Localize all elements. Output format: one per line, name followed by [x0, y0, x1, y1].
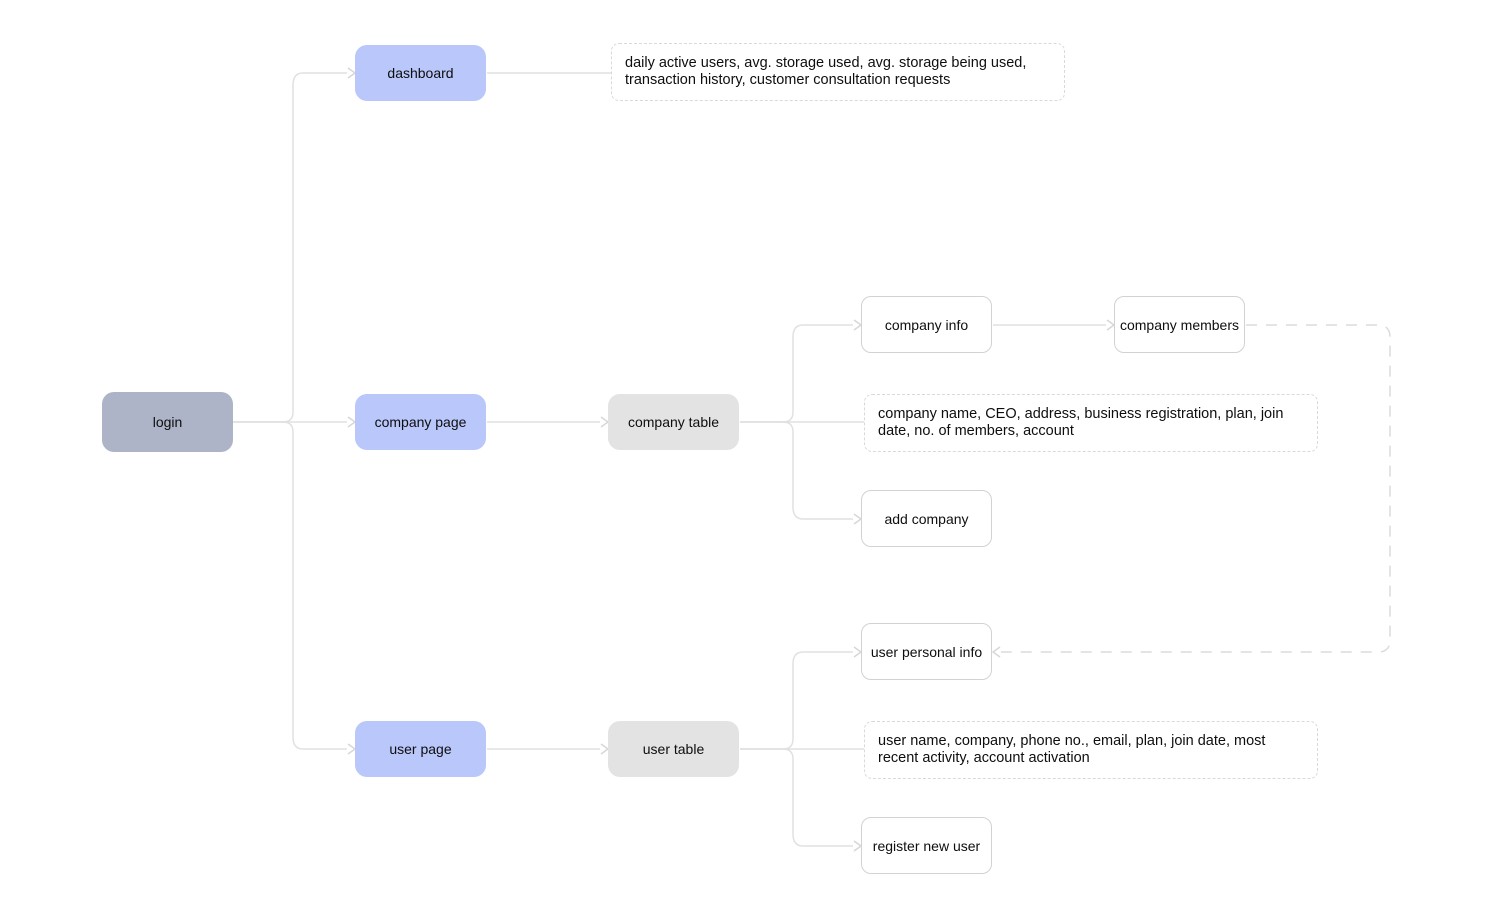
arrowhead-icon — [600, 416, 610, 428]
edge-login-dashboard — [233, 72, 347, 423]
note-dashboard-details[interactable]: daily active users, avg. storage used, a… — [611, 43, 1065, 101]
edge-login-user-page — [233, 421, 347, 750]
node-company-page-label: company page — [374, 414, 467, 430]
edge-user-table-user-personal-info — [740, 651, 853, 750]
arrowhead-icon — [853, 646, 863, 658]
arrowhead-icon — [853, 319, 863, 331]
arrowhead-icon — [853, 513, 863, 525]
node-register-new-user-label: register new user — [872, 837, 981, 854]
note-user-fields[interactable]: user name, company, phone no., email, pl… — [864, 721, 1318, 779]
node-company-info-label: company info — [884, 316, 969, 333]
node-company-table[interactable]: company table — [608, 394, 739, 450]
node-login[interactable]: login — [102, 392, 233, 452]
edge-user-table-register-new-user — [740, 748, 853, 847]
node-user-personal-info-label: user personal info — [870, 643, 983, 660]
node-user-page-label: user page — [389, 741, 452, 757]
node-user-personal-info[interactable]: user personal info — [861, 623, 992, 680]
edge-company-table-add-company — [740, 421, 853, 520]
node-dashboard[interactable]: dashboard — [355, 45, 486, 101]
note-dashboard-details-text: daily active users, avg. storage used, a… — [625, 54, 1027, 89]
edge-company-members-user-personal-info — [1001, 324, 1391, 653]
node-user-table[interactable]: user table — [608, 721, 739, 777]
arrowhead-icon — [853, 840, 863, 852]
node-user-page[interactable]: user page — [355, 721, 486, 777]
arrowhead-icon — [991, 646, 1001, 658]
node-company-info[interactable]: company info — [861, 296, 992, 353]
note-company-fields-text: company name, CEO, address, business reg… — [878, 405, 1284, 440]
node-dashboard-label: dashboard — [387, 65, 454, 81]
node-company-page[interactable]: company page — [355, 394, 486, 450]
node-login-label: login — [152, 414, 183, 430]
arrowhead-icon — [1106, 319, 1116, 331]
arrowhead-icon — [600, 743, 610, 755]
node-add-company[interactable]: add company — [861, 490, 992, 547]
arrowhead-icon — [347, 743, 357, 755]
note-company-fields[interactable]: company name, CEO, address, business reg… — [864, 394, 1318, 452]
node-company-members-label: company members — [1119, 316, 1240, 333]
arrowhead-icon — [347, 416, 357, 428]
node-user-table-label: user table — [642, 741, 705, 757]
arrowhead-icon — [347, 67, 357, 79]
node-company-members[interactable]: company members — [1114, 296, 1245, 353]
node-add-company-label: add company — [884, 510, 969, 527]
note-user-fields-text: user name, company, phone no., email, pl… — [878, 732, 1266, 767]
node-company-table-label: company table — [627, 414, 720, 430]
node-register-new-user[interactable]: register new user — [861, 817, 992, 874]
edge-company-table-company-info — [740, 324, 853, 423]
